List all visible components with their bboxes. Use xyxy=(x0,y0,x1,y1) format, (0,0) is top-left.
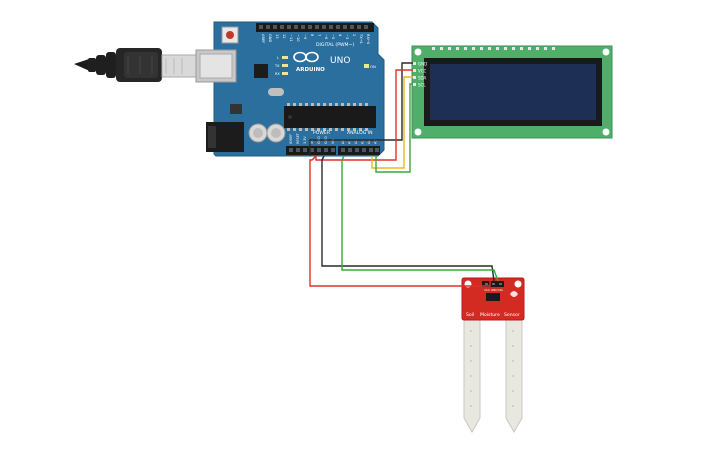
pin-label: ~5 xyxy=(331,34,335,39)
pin-label: 12 xyxy=(282,34,286,39)
lcd-pin-label: SDA xyxy=(418,76,427,81)
sensor-label-sensor: Sensor xyxy=(504,312,520,318)
pin-label: 2 xyxy=(352,34,356,36)
pin-label: ~11 xyxy=(289,34,293,42)
digital-header-label: DIGITAL (PWM~) xyxy=(316,42,354,48)
pin-label: Vin xyxy=(331,139,335,144)
lcd-pin xyxy=(413,83,416,86)
lcd-pin-label: SCL xyxy=(418,83,426,88)
pin-label: TX→1 xyxy=(359,33,363,44)
lcd-screen xyxy=(430,64,596,120)
wire-lcd-scl xyxy=(375,83,413,173)
usb-cable xyxy=(74,48,197,82)
wire-lcd-vcc xyxy=(315,69,413,161)
pin-label: RESET xyxy=(296,132,300,144)
lcd-pin-label: VCC xyxy=(418,69,427,74)
arduino-logo xyxy=(293,51,319,63)
lcd-pin xyxy=(413,69,416,72)
sensor-pin-label: GND xyxy=(491,288,497,292)
sensor-label-moisture: Moisture xyxy=(480,312,500,318)
lcd-pin-labels: GND VCC SDA SCL xyxy=(413,62,427,88)
arduino-logo-text: ARDUINO xyxy=(296,67,325,73)
wire-lcd-sda xyxy=(371,76,413,169)
pin-label: A3 xyxy=(361,139,365,144)
on-led-label: ON xyxy=(370,64,376,69)
lcd-module: GND VCC SDA SCL xyxy=(411,45,613,139)
sensor-label-soil: Soil xyxy=(466,312,474,318)
pin-label: A2 xyxy=(354,139,358,144)
arduino-model-label: UNO xyxy=(330,56,350,66)
pin-label: A4 xyxy=(367,139,371,144)
pin-label: 5V xyxy=(310,139,314,144)
sensor-pin-label: VCC xyxy=(484,288,490,292)
sensor-pin-label: SIG xyxy=(498,288,503,292)
pin-label: 13 xyxy=(275,34,279,39)
power-header-label: POWER xyxy=(313,130,331,136)
pin-label: A1 xyxy=(348,139,352,144)
pin-label: IOREF xyxy=(289,134,293,144)
pin-label: 8 xyxy=(310,34,314,37)
wires xyxy=(309,62,499,287)
lcd-pin-label: GND xyxy=(418,62,427,67)
wire-sensor-sig xyxy=(341,155,499,282)
pin-label: AREF xyxy=(261,34,265,43)
pin-label: 7 xyxy=(317,34,321,36)
wire-sensor-gnd xyxy=(321,155,495,282)
pin-label: GND xyxy=(268,34,272,42)
analog-header-label: ANALOG IN xyxy=(347,130,373,136)
pin-label: A5 xyxy=(374,139,378,144)
wire-lcd-gnd xyxy=(309,62,413,156)
pin-label: ~6 xyxy=(324,34,328,40)
led-label-tx: TX xyxy=(274,64,280,68)
led-label-l: L xyxy=(277,56,279,60)
wire-sensor-vcc xyxy=(309,155,491,287)
pin-label: ~10 xyxy=(296,34,300,42)
pin-label: ~3 xyxy=(345,34,349,39)
lcd-pin xyxy=(413,62,416,65)
pin-label: A0 xyxy=(341,139,345,144)
pin-label: ~9 xyxy=(303,34,307,40)
pin-label: 3.3V xyxy=(303,136,307,144)
pin-label: RX←0 xyxy=(366,34,370,45)
lcd-pin xyxy=(413,76,416,79)
pin-label: 4 xyxy=(338,34,342,37)
led-label-rx: RX xyxy=(275,72,280,76)
